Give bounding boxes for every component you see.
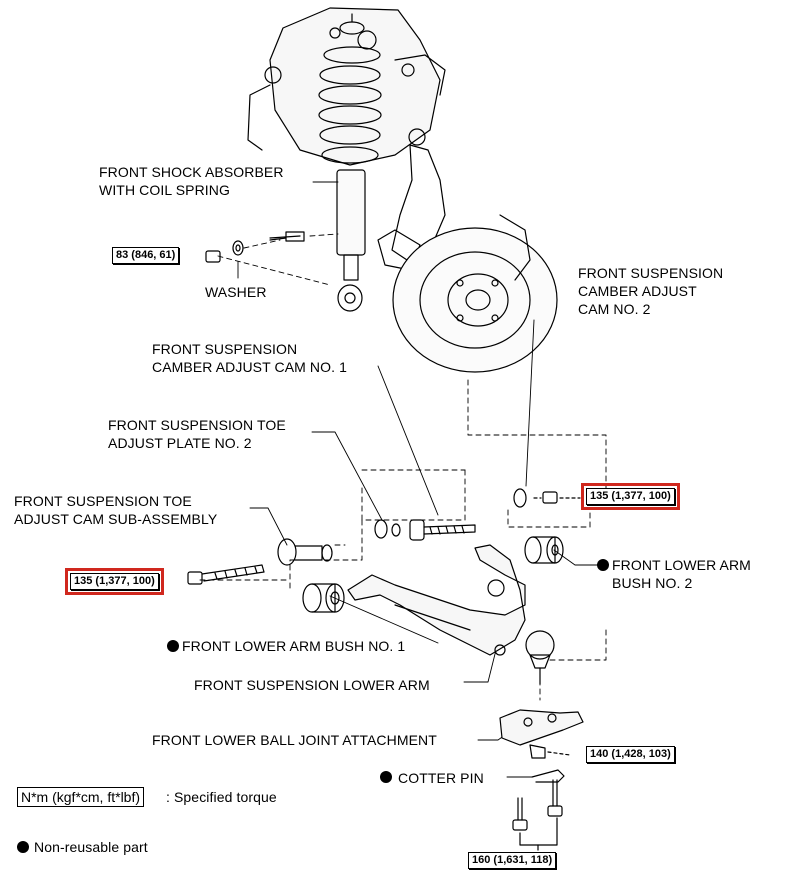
ball-joint-attachment: [499, 709, 584, 759]
label-washer: WASHER: [205, 284, 267, 300]
label-shock-absorber: FRONT SHOCK ABSORBER WITH COIL SPRING: [99, 164, 284, 198]
alignment-lines-upper: [217, 233, 607, 499]
ball-joint: [525, 630, 555, 685]
label-toe-cam-sub: FRONT SUSPENSION TOE ADJUST CAM SUB-ASSE…: [14, 493, 218, 527]
cam-no2-parts: [513, 488, 581, 508]
bush-no2: [524, 536, 564, 564]
toe-plate-cam1: [374, 519, 476, 541]
torque-attachment-bolts: 160 (1,631, 118): [468, 852, 557, 869]
label-camber-cam-1: FRONT SUSPENSION CAMBER ADJUST CAM NO. 1: [152, 341, 347, 375]
lower-arm: [347, 544, 526, 656]
non-reusable-dot-cotter-pin: [380, 771, 392, 783]
torque-ball-joint-nut: 140 (1,428, 103): [586, 746, 675, 763]
knuckle-rotor: [377, 144, 558, 373]
legend-torque-unit: N*m (kgf*cm, ft*lbf): [17, 787, 145, 807]
label-lower-arm: FRONT SUSPENSION LOWER ARM: [194, 677, 430, 693]
alignment-lines-mid: [199, 469, 607, 701]
torque-shock-nut: 83 (846, 61): [112, 247, 180, 264]
label-camber-cam-2: FRONT SUSPENSION CAMBER ADJUST CAM NO. 2: [578, 265, 724, 317]
bush-no1: [302, 583, 345, 613]
leader-lines: [237, 181, 608, 778]
attachment-bolts: [512, 779, 563, 851]
label-cotter-pin: COTTER PIN: [398, 770, 484, 786]
non-reusable-dot-bush-2: [597, 559, 609, 571]
label-toe-plate-2: FRONT SUSPENSION TOE ADJUST PLATE NO. 2: [108, 417, 286, 451]
cotter-pin-shape: [531, 769, 565, 783]
legend-non-reusable: Non-reusable part: [34, 839, 148, 855]
shock-absorber: [336, 169, 366, 312]
toe-cam-bolt: [187, 538, 333, 585]
torque-toe-bolt: 135 (1,377, 100): [65, 568, 164, 595]
legend-non-reusable-dot: [17, 841, 29, 853]
coil-spring: [318, 13, 382, 164]
label-ball-joint-attachment: FRONT LOWER BALL JOINT ATTACHMENT: [152, 732, 437, 748]
legend-torque-desc: : Specified torque: [166, 789, 277, 805]
non-reusable-dot-bush-1: [167, 640, 179, 652]
label-lower-arm-bush-2: FRONT LOWER ARM BUSH NO. 2: [612, 557, 751, 591]
label-lower-arm-bush-1: FRONT LOWER ARM BUSH NO. 1: [182, 638, 406, 654]
torque-cam-no2-nut: 135 (1,377, 100): [581, 483, 680, 510]
shock-bolt-set: [205, 231, 305, 263]
